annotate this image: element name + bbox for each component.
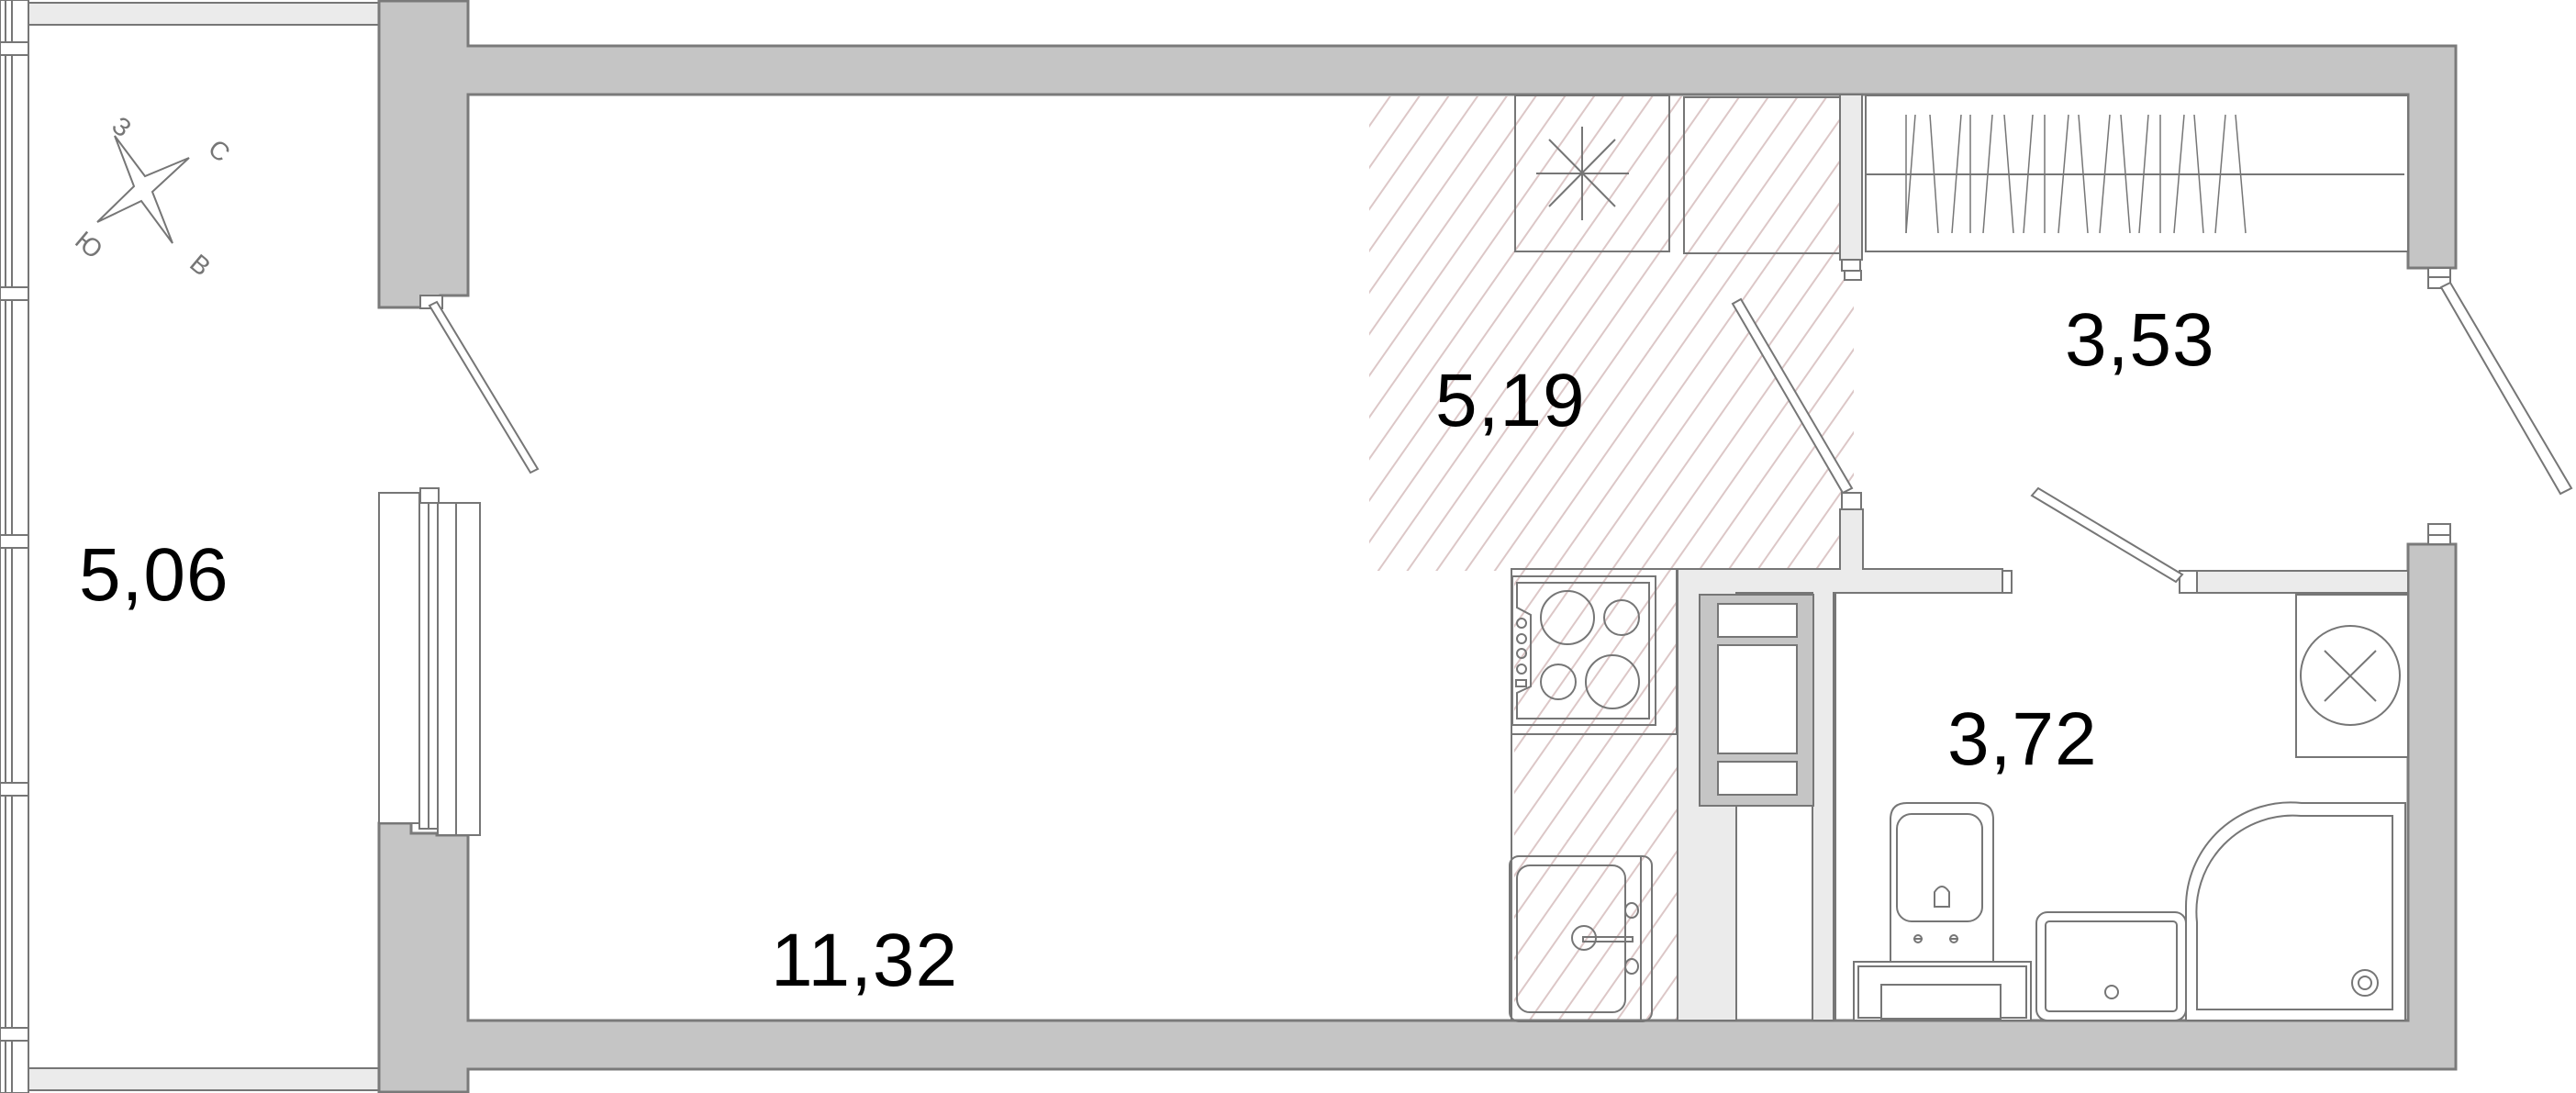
burner-small-top	[1603, 599, 1640, 636]
kitchen-door-leaf	[1731, 297, 1862, 512]
burner-large-bottom	[1585, 654, 1640, 709]
entrance-door-leaf	[2427, 267, 2573, 545]
balcony-door-leaf	[419, 295, 540, 474]
balcony-glazing	[0, 0, 29, 1093]
burner-small-bottom	[1540, 664, 1577, 700]
wardrobe-hangers-icon	[1905, 114, 2247, 234]
room-area-hallway: 3,53	[2065, 298, 2215, 382]
freezer-icon	[1536, 127, 1629, 220]
compass-south-label: Ю	[70, 226, 108, 264]
bathroom-partitions	[1677, 508, 2409, 1021]
room-area-balcony: 5,06	[79, 533, 229, 617]
balcony-rail-top	[28, 2, 380, 26]
shower-tray	[2184, 801, 2406, 1021]
room-area-kitchen: 5,19	[1435, 359, 1586, 442]
wardrobe	[1865, 95, 2409, 252]
bathroom-door-leaf	[2030, 486, 2184, 584]
bathroom-sink	[2035, 911, 2187, 1021]
balcony-window-frame	[378, 487, 481, 836]
compass-north-label: С	[203, 134, 235, 168]
toilet	[1853, 802, 2032, 1021]
room-area-living-room: 11,32	[771, 919, 959, 1002]
ventilation-shaft	[1699, 594, 1814, 807]
burner-large-top	[1540, 590, 1595, 645]
room-area-bathroom: 3,72	[1947, 697, 2098, 781]
compass-rose: З С В Ю	[70, 111, 235, 282]
compass-east-label: В	[184, 249, 216, 282]
washing-machine	[2295, 594, 2409, 758]
kitchen-sink	[1509, 855, 1653, 1022]
hallway-partition-top	[1839, 94, 1863, 281]
balcony-rail-bottom	[28, 1067, 380, 1091]
kitchen-zone-hatch	[1369, 96, 1854, 1021]
compass-west-label: З	[106, 111, 137, 143]
cooktop	[1511, 568, 1678, 735]
